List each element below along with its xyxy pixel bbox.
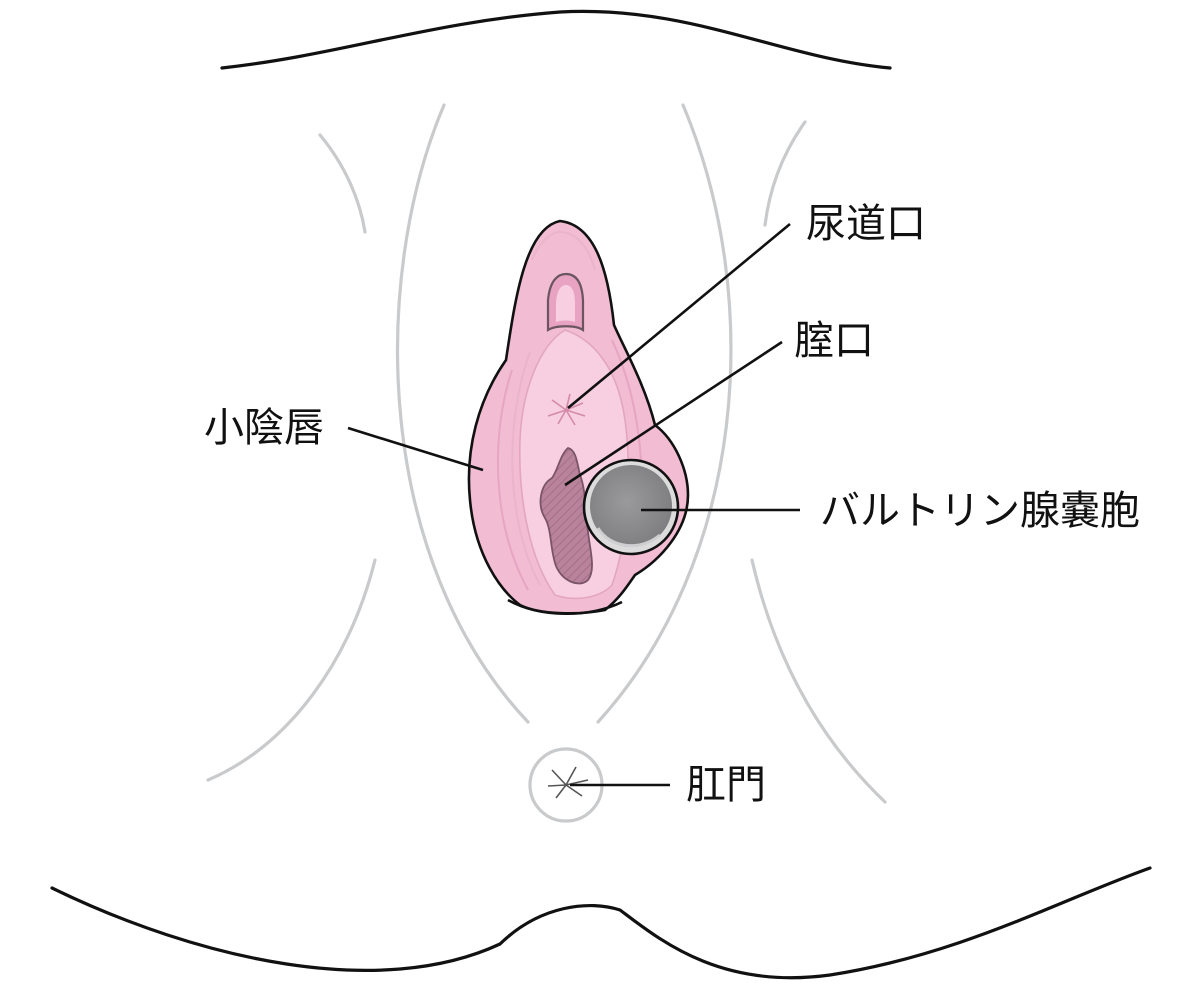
perineum-edge (507, 598, 623, 616)
thigh-fold-upper-right (763, 120, 807, 227)
labia-majora-fold-right (596, 103, 733, 724)
labia-minora-shape (467, 219, 690, 616)
cyst-core (590, 465, 672, 547)
thigh-fold-lower-right (750, 558, 887, 804)
cyst-rim-highlight (596, 527, 661, 548)
labia-contour-left (496, 369, 529, 591)
label-anus: 肛門 (686, 762, 766, 808)
label-vaginal-opening: 腟口 (794, 318, 874, 364)
leader-urethral-opening (567, 222, 791, 410)
abdomen-contour-line (220, 9, 892, 70)
label-urethral-opening: 尿道口 (806, 201, 926, 247)
anus-icon (547, 766, 589, 799)
labia-contour-left-2 (511, 351, 541, 586)
leader-labia-minora (347, 426, 484, 472)
labia-majora-fold-left (395, 103, 530, 724)
skin-folds (206, 103, 887, 823)
leader-vaginal-opening (564, 340, 783, 487)
thigh-fold-upper-left (318, 133, 367, 234)
buttocks-contour-line (50, 866, 1152, 980)
thigh-fold-lower-left (206, 558, 377, 782)
label-labia-minora: 小陰唇 (204, 405, 324, 451)
bartholin-cyst-shape (582, 458, 680, 556)
label-bartholin-cyst: バルトリン腺嚢胞 (820, 488, 1140, 534)
labia-contour-top (531, 230, 596, 271)
clitoral-hood-inner (556, 285, 575, 322)
vaginal-opening-shape (539, 447, 593, 585)
